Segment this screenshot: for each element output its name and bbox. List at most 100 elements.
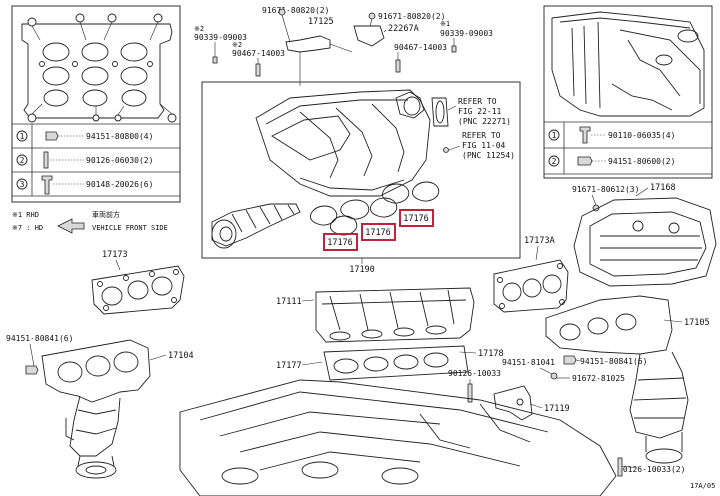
callout-highlight-box (399, 209, 434, 227)
part-label: 94151-80841(6) (580, 357, 647, 366)
right-table-row: 1 90110-06035(4) (548, 126, 675, 144)
nut-icon (563, 355, 577, 365)
right-table-part-number: 90110-06035(4) (608, 131, 675, 140)
right-table-row: 2 94151-80600(2) (548, 155, 675, 167)
part-label: 90339-09003 (440, 29, 493, 38)
nut-icon (577, 156, 593, 166)
stud-bolt-icon (43, 151, 49, 169)
refer-note[interactable]: FIG 22-11 (458, 107, 502, 116)
nut-icon (25, 365, 39, 375)
right-inset: 1 90110-06035(4) 2 94151-80600(2) (543, 5, 713, 179)
exhaust-gasket-17173 (91, 265, 185, 315)
intake-manifold-group: 17176 17176 17176 REFER TO FIG 22-11 (PN… (201, 81, 521, 275)
part-label: 94151-80841(6) (6, 334, 73, 343)
bracket-17125 (285, 35, 331, 53)
left-table-row-number: 1 (20, 132, 25, 141)
front-side-label: VEHICLE FRONT SIDE (92, 224, 168, 232)
right-table-row-number: 2 (552, 157, 557, 166)
front-arrow-icon (57, 218, 85, 234)
bolt-icon (395, 59, 401, 73)
exhaust-manifold-17105 (545, 295, 689, 464)
part-label: 91671-80820(2) (262, 6, 329, 15)
intake-manifold-drawing (255, 89, 461, 197)
part-label: 91671-80820(2) (378, 12, 445, 21)
right-heat-shield-group: 91671-80612(3) 17168 17173A (493, 183, 717, 313)
part-label: 91672-81025 (572, 374, 625, 383)
part-callout-17176[interactable]: 17176 (327, 238, 353, 248)
refer-note[interactable]: FIG 11-04 (462, 141, 506, 150)
callout-highlight-box (323, 233, 358, 251)
intake-gasket-17177-17178 (323, 345, 469, 381)
nut-icon (278, 8, 286, 16)
left-table-row-number: 2 (20, 156, 25, 165)
nut-icon (45, 131, 59, 141)
right-exhaust-group: 17105 94151-81041 94151-80841(6) 91672-8… (448, 295, 715, 490)
intake-manifold-frame (201, 81, 521, 259)
note-mark: ※2 (194, 25, 204, 33)
left-table-part-number: 90148-20026(6) (86, 180, 153, 189)
vsv-22267a (353, 25, 385, 47)
left-inset: 1 94151-80800(4) 2 90126-06030(2) 3 9014… (11, 5, 181, 203)
nut-icon (368, 12, 376, 20)
left-exhaust-group: 17173 94151-80841(6) 17104 (6, 250, 194, 479)
refer-note: REFER TO (462, 131, 501, 140)
bolt-icon (579, 126, 591, 144)
refer-note: (PNC 11254) (462, 151, 515, 160)
part-callout-17168[interactable]: 17168 (650, 183, 676, 193)
part-callout-17177[interactable]: 17177 (276, 361, 302, 371)
refer-note: (PNC 22271) (458, 117, 511, 126)
figure-code: 17A/05 (690, 482, 715, 490)
top-fasteners: 91671-80820(2) 17125 91671-80820(2) 2226… (194, 6, 493, 86)
exhaust-heat-shield-17168 (573, 197, 717, 287)
clip-icon (212, 56, 218, 64)
engine-cover-drawing (551, 11, 705, 117)
left-table-part-number: 94151-80800(4) (86, 132, 153, 141)
flange-bolt-icon (41, 175, 53, 195)
gasket-set-17176 (309, 181, 440, 236)
bracket-17119 (493, 385, 533, 421)
left-table-row: 3 90148-20026(6) (16, 175, 153, 195)
clip-icon (451, 45, 457, 53)
legend-rhd: ※1 RHD (12, 211, 39, 219)
part-callout-17119[interactable]: 17119 (544, 404, 570, 414)
front-side-jp-label: 車両前方 (92, 210, 120, 219)
legend-hd: ※7 : HD (12, 224, 43, 232)
nut-icon (550, 372, 558, 380)
part-label: 90467-14003 (394, 43, 447, 52)
left-table-part-number: 90126-06030(2) (86, 156, 153, 165)
part-callout-17176[interactable]: 17176 (403, 214, 429, 224)
callout-highlight-box (361, 223, 396, 241)
part-label: 94151-81041 (502, 358, 555, 367)
right-inset-frame (543, 5, 713, 179)
exhaust-gasket-17173a (493, 259, 569, 313)
part-label: 17125 (308, 17, 334, 27)
part-callout-17105[interactable]: 17105 (684, 318, 710, 328)
part-callout-17173a[interactable]: 17173A (524, 236, 555, 246)
left-inset-frame (11, 5, 181, 203)
part-label: 22267A (388, 24, 419, 34)
part-label: 90126-10033 (448, 369, 501, 378)
left-table-row-number: 3 (20, 180, 25, 189)
part-callout-17190[interactable]: 17190 (349, 265, 375, 275)
bolt-icon (255, 63, 261, 77)
part-callout-17178[interactable]: 17178 (478, 349, 504, 359)
note-mark: ※2 (232, 41, 242, 49)
part-callout-17104[interactable]: 17104 (168, 351, 194, 361)
right-table-part-number: 94151-80600(2) (608, 157, 675, 166)
gasket-layout-drawing (21, 13, 177, 123)
refer-note: REFER TO (458, 97, 497, 106)
part-callout-17176[interactable]: 17176 (365, 228, 391, 238)
part-callout-17111[interactable]: 17111 (276, 297, 302, 307)
left-table-row: 1 94151-80800(4) (16, 130, 153, 142)
exhaust-manifold-17104 (41, 339, 151, 479)
part-callout-17173[interactable]: 17173 (102, 250, 128, 260)
left-table-row: 2 90126-06030(2) (16, 151, 153, 169)
part-label: 90126-10033(2) (618, 465, 685, 474)
part-label: 90339-09003 (194, 33, 247, 42)
cylinder-head-drawing (179, 379, 617, 496)
part-label: 91671-80612(3) (572, 185, 639, 194)
part-label: 90467-14003 (232, 49, 285, 58)
stud-bolt-icon (617, 457, 623, 477)
right-table-row-number: 1 (552, 131, 557, 140)
